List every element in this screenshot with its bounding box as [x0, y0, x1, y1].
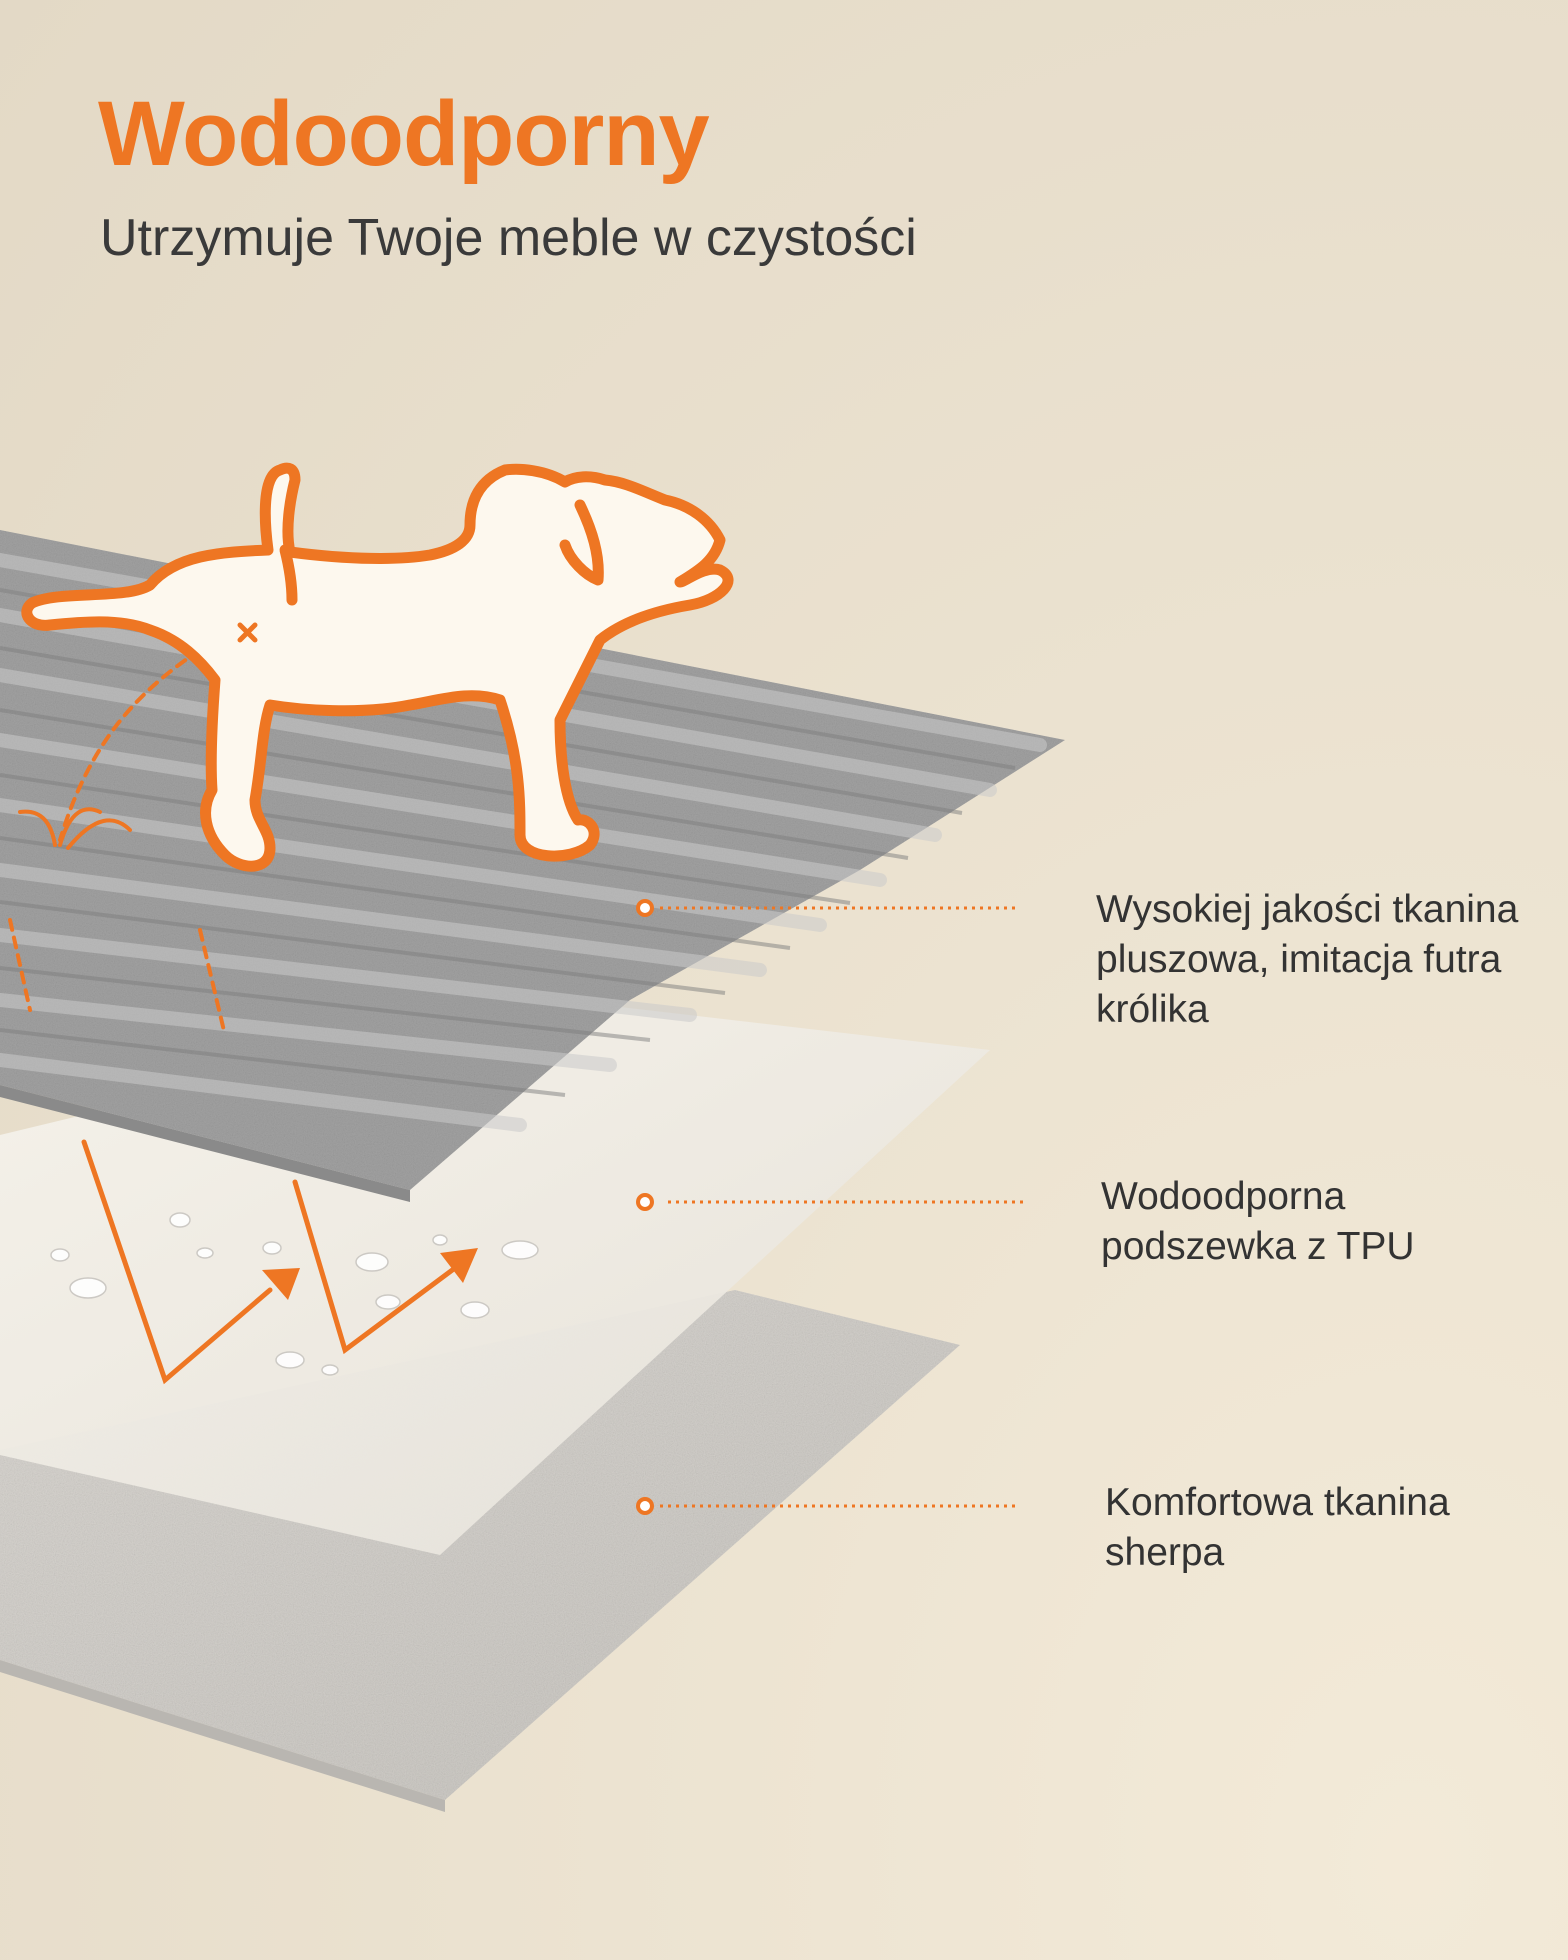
page-subtitle: Utrzymuje Twoje meble w czystości: [100, 209, 917, 267]
label-line: Komfortowa tkanina: [1105, 1481, 1450, 1524]
splash-lines: [18, 807, 132, 850]
label-line: podszewka z TPU: [1101, 1225, 1415, 1268]
label-line: pluszowa, imitacja futra: [1096, 938, 1502, 981]
leader-dot-icon: [636, 899, 654, 917]
plush-layer-label: Wysokiej jakości tkanina pluszowa, imita…: [1096, 885, 1556, 1035]
tpu-layer-label: Wodoodporna podszewka z TPU: [1101, 1172, 1521, 1272]
label-line: Wysokiej jakości tkanina: [1096, 888, 1519, 931]
stream-lines: [8, 648, 227, 1037]
arrow-icon: [81, 1139, 458, 1385]
leader-lines: [660, 906, 1025, 1508]
label-line: Wodoodporna: [1101, 1175, 1346, 1218]
label-line: królika: [1096, 988, 1209, 1031]
sherpa-layer-label: Komfortowa tkanina sherpa: [1105, 1478, 1545, 1578]
page-title: Wodoodporny: [98, 83, 710, 185]
leader-dot-icon: [636, 1193, 654, 1211]
dog-icon: [21, 462, 734, 872]
water-drops-icon: [50, 1212, 539, 1376]
leader-dot-icon: [636, 1497, 654, 1515]
label-line: sherpa: [1105, 1531, 1225, 1574]
